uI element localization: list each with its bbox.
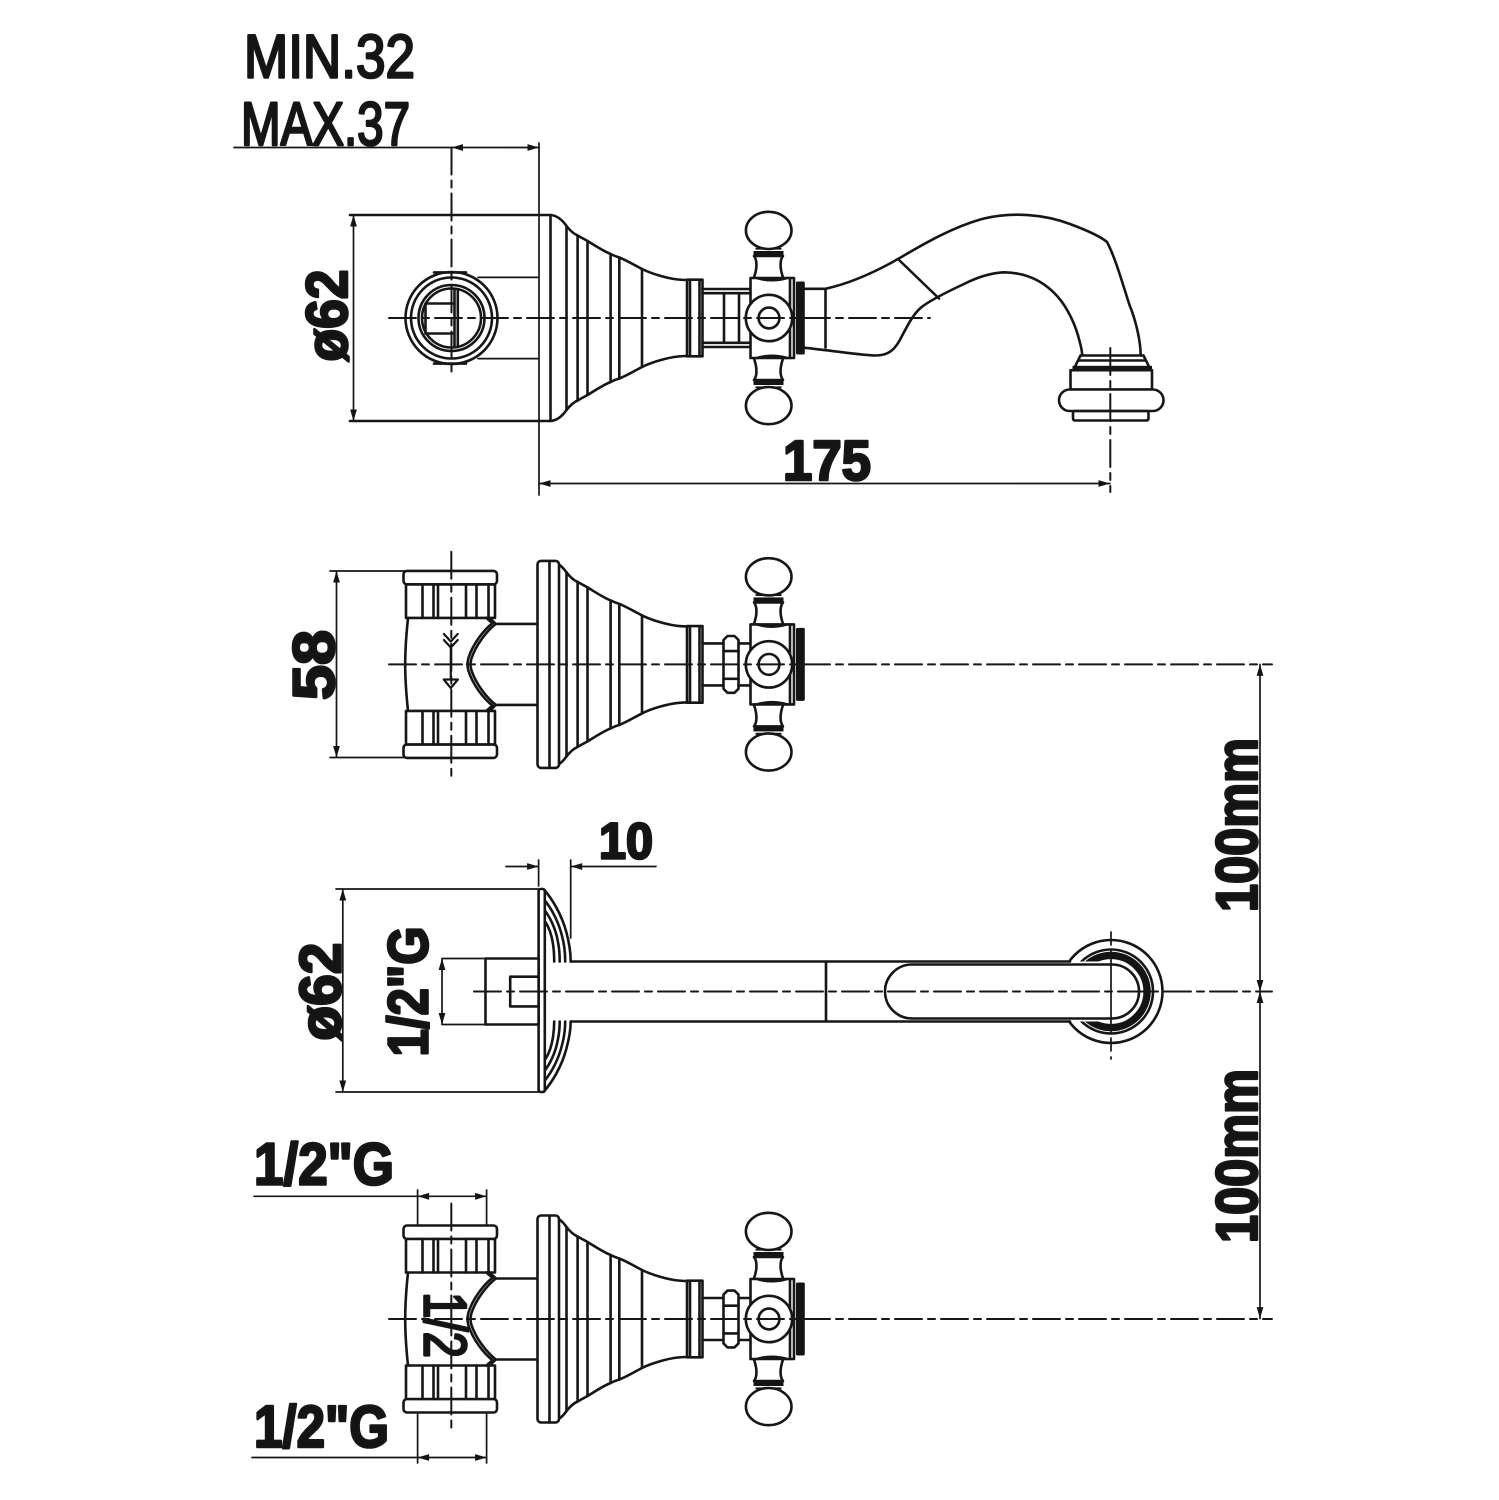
svg-text:10: 10: [599, 813, 653, 870]
svg-text:MIN.32: MIN.32: [244, 23, 415, 91]
svg-text:1/2"G: 1/2"G: [254, 1132, 394, 1198]
svg-text:100mm: 100mm: [1205, 1069, 1270, 1243]
svg-text:100mm: 100mm: [1205, 738, 1270, 912]
svg-text:ø62: ø62: [289, 943, 354, 1041]
svg-text:58: 58: [282, 630, 347, 700]
svg-text:1/2"G: 1/2"G: [377, 927, 441, 1057]
svg-text:1/2"G: 1/2"G: [254, 1394, 389, 1460]
svg-text:ø62: ø62: [295, 270, 360, 362]
svg-text:175: 175: [783, 429, 871, 493]
svg-text:MAX.37: MAX.37: [241, 90, 410, 158]
svg-text:1/2: 1/2: [412, 1292, 479, 1358]
